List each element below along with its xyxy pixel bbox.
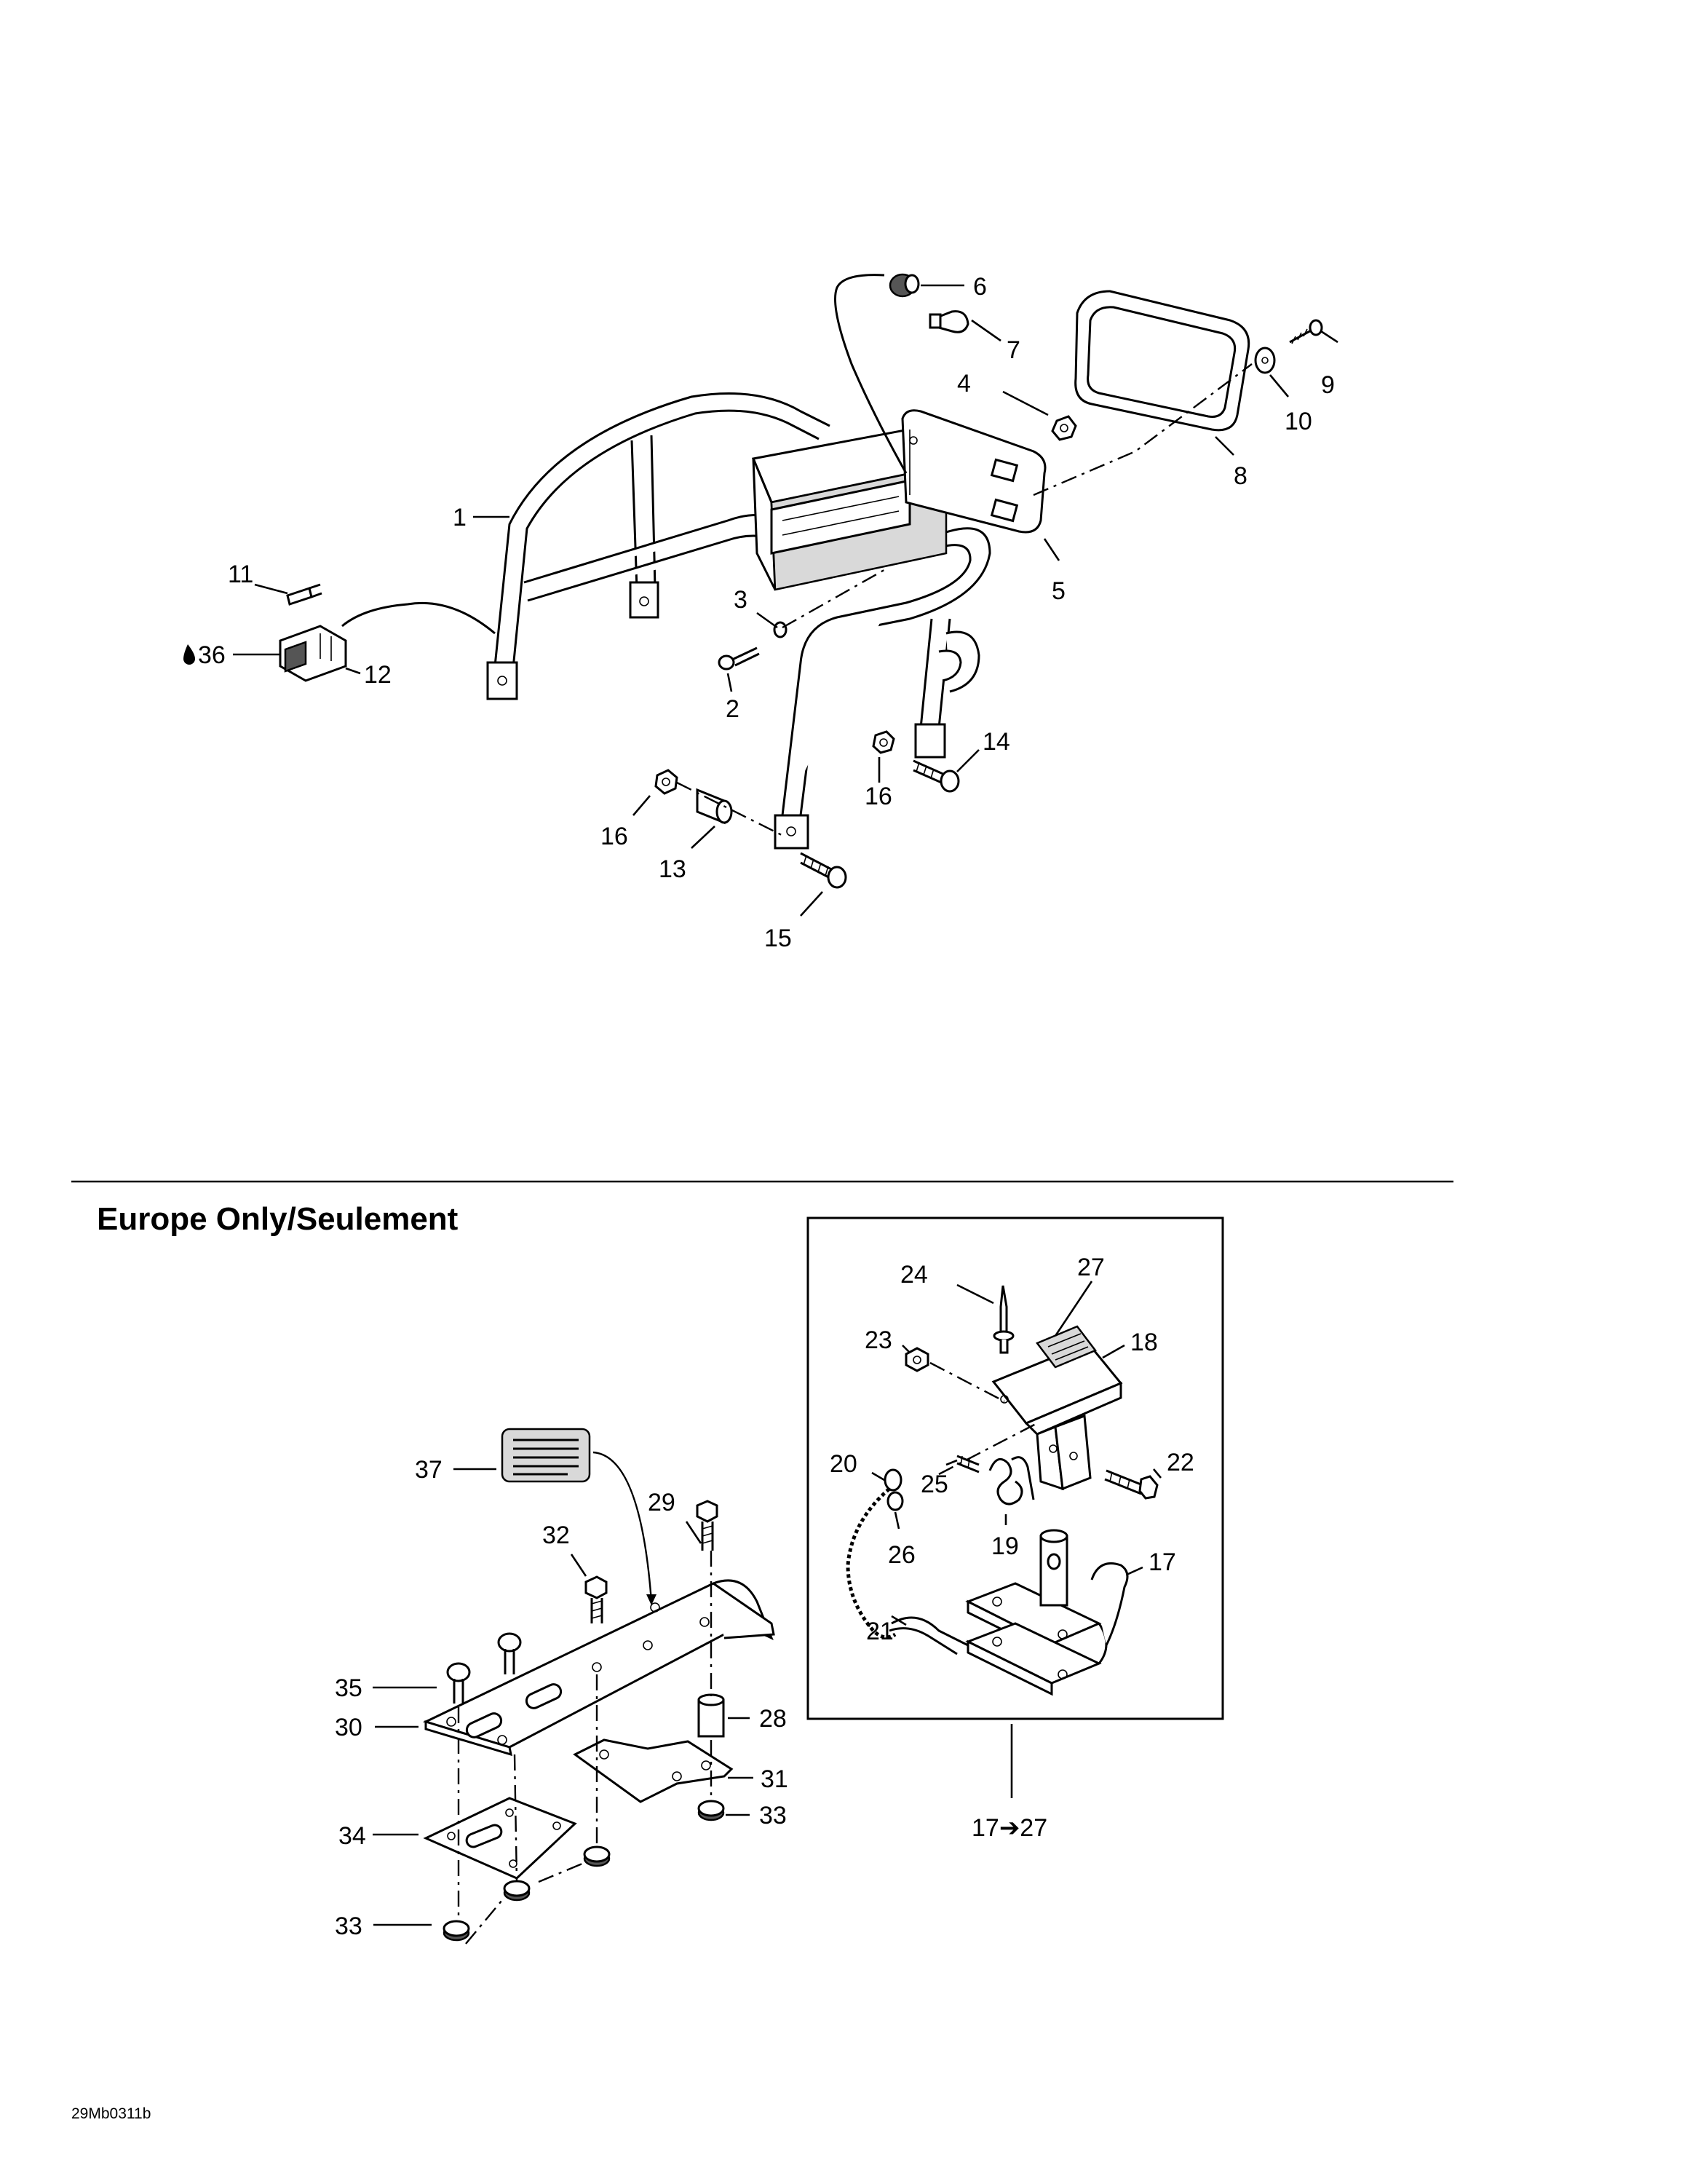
callout-3: 3 (734, 586, 747, 614)
callout-10: 10 (1285, 408, 1312, 435)
callout-11: 11 (228, 561, 253, 588)
hitch-kit-frame (806, 1216, 1224, 1720)
callout-34: 34 (338, 1822, 366, 1850)
callout-37: 37 (415, 1456, 443, 1484)
harness-and-connector (279, 583, 496, 682)
callouts-lower-left: 37 29 32 35 30 28 31 33 34 33 (335, 1456, 788, 1940)
callout-36: 36 (198, 641, 226, 669)
callout-1: 1 (453, 504, 467, 531)
callout-21: 21 (866, 1618, 894, 1645)
leader-lines-lower-right (871, 1281, 1162, 1798)
leader-lines-lower-left (373, 1468, 753, 1926)
light-bracket (751, 409, 1047, 591)
drawing-code: 29Mb0311b (71, 2105, 151, 2122)
tow-plate-assembly (422, 1428, 775, 1944)
callout-32: 32 (542, 1522, 570, 1549)
callout-19: 19 (991, 1532, 1019, 1560)
fluid-drop-icon (183, 644, 195, 665)
callout-17: 17 (1149, 1548, 1176, 1576)
callout-18: 18 (1130, 1329, 1158, 1356)
callout-29: 29 (648, 1489, 675, 1516)
callout-16-left: 16 (600, 823, 628, 850)
callout-12: 12 (364, 661, 392, 689)
callouts-lower-right: 24 27 23 18 20 22 25 26 19 17 21 17➔27 (830, 1254, 1194, 1842)
callout-20: 20 (830, 1450, 857, 1478)
callout-15: 15 (764, 925, 792, 952)
callout-22: 22 (1167, 1449, 1194, 1476)
callout-13: 13 (659, 855, 686, 883)
callout-24: 24 (900, 1261, 928, 1289)
taillight (1033, 290, 1323, 496)
callout-8: 8 (1234, 462, 1247, 490)
callout-5: 5 (1052, 577, 1066, 605)
callout-23: 23 (865, 1326, 892, 1354)
callout-28: 28 (759, 1705, 787, 1733)
callout-9: 9 (1321, 371, 1335, 399)
kit-label: 17➔27 (972, 1814, 1047, 1842)
callout-27: 27 (1077, 1254, 1105, 1281)
bulb-and-socket (834, 273, 969, 474)
callout-26: 26 (888, 1541, 916, 1569)
callout-33-right: 33 (759, 1802, 787, 1829)
note-36: 36 (183, 641, 226, 669)
callout-31: 31 (761, 1765, 788, 1793)
callouts-upper: 1 6 7 4 9 10 8 5 3 2 11 12 36 14 16 16 1… (183, 273, 1335, 952)
hitch-kit-parts (846, 1285, 1159, 1696)
hardware-lower (654, 566, 960, 889)
callout-33-left: 33 (335, 1912, 362, 1940)
leader-lines-upper (233, 284, 1338, 917)
callout-2: 2 (726, 695, 739, 723)
section-heading: Europe Only/Seulement (97, 1201, 459, 1237)
callout-25: 25 (921, 1471, 948, 1498)
callout-6: 6 (973, 273, 987, 301)
callout-7: 7 (1007, 336, 1020, 364)
callout-30: 30 (335, 1714, 362, 1741)
callout-4: 4 (957, 370, 971, 397)
callout-14: 14 (983, 728, 1010, 756)
callout-35: 35 (335, 1674, 362, 1702)
callout-16-right: 16 (865, 783, 892, 810)
